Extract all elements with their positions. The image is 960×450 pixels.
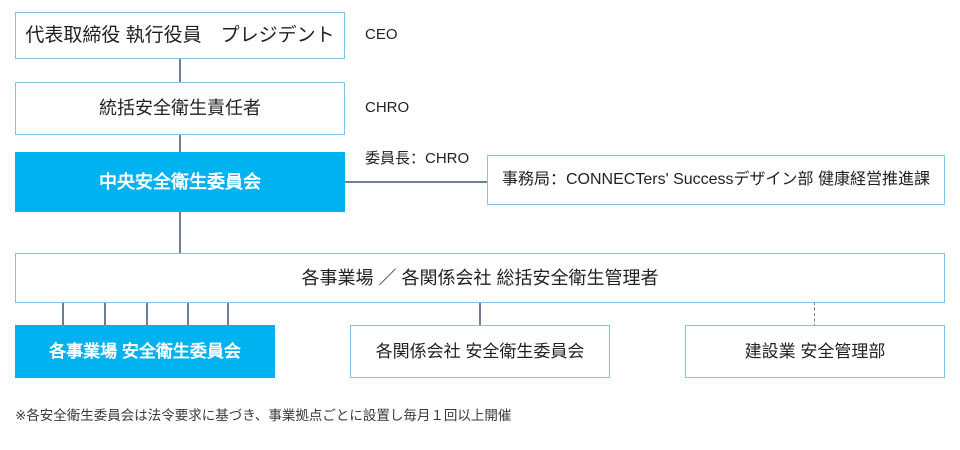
node-general-safety-manager: 各事業場 ／ 各関係会社 総括安全衛生管理者 bbox=[15, 253, 945, 303]
connector-general-to-site-4 bbox=[187, 302, 189, 327]
role-label-ceo: CEO bbox=[365, 26, 398, 43]
node-secretariat-label: 事務局：CONNECTers' Successデザイン部 健康経営推進課 bbox=[502, 171, 930, 188]
node-central-committee-label: 中央安全衛生委員会 bbox=[99, 171, 261, 192]
node-site-committee: 各事業場 安全衛生委員会 bbox=[15, 325, 275, 378]
node-general-safety-manager-label: 各事業場 ／ 各関係会社 総括安全衛生管理者 bbox=[301, 267, 659, 288]
role-label-committee-chair: 委員長：CHRO bbox=[365, 150, 470, 167]
node-central-committee: 中央安全衛生委員会 bbox=[15, 152, 345, 212]
node-construction-safety-dept-label: 建設業 安全管理部 bbox=[744, 341, 886, 361]
node-secretariat: 事務局：CONNECTers' Successデザイン部 健康経営推進課 bbox=[487, 155, 945, 205]
connector-general-to-site-3 bbox=[146, 302, 148, 327]
node-site-committee-label: 各事業場 安全衛生委員会 bbox=[49, 341, 241, 361]
connector-general-to-site-5 bbox=[227, 302, 229, 327]
node-ceo: 代表取締役 執行役員 プレジデント bbox=[15, 12, 345, 59]
node-construction-safety-dept: 建設業 安全管理部 bbox=[685, 325, 945, 378]
connector-chro-to-central bbox=[179, 134, 181, 154]
connector-general-to-site-2 bbox=[104, 302, 106, 327]
connector-general-to-site-1 bbox=[62, 302, 64, 327]
node-affiliate-committee-label: 各関係会社 安全衛生委員会 bbox=[375, 341, 585, 361]
footnote-text: ※各安全衛生委員会は法令要求に基づき、事業拠点ごとに設置し毎月１回以上開催 bbox=[15, 408, 512, 423]
node-affiliate-committee: 各関係会社 安全衛生委員会 bbox=[350, 325, 610, 378]
connector-ceo-to-chro bbox=[179, 57, 181, 84]
role-label-chro: CHRO bbox=[365, 99, 410, 116]
connector-general-to-construction-dashed bbox=[814, 302, 815, 327]
connector-central-to-general bbox=[179, 211, 181, 255]
node-chro-label: 統括安全衛生責任者 bbox=[99, 98, 261, 119]
connector-general-to-affiliate bbox=[479, 302, 481, 327]
node-ceo-label: 代表取締役 執行役員 プレジデント bbox=[25, 24, 335, 46]
connector-central-to-secretariat bbox=[345, 181, 488, 183]
node-chro: 統括安全衛生責任者 bbox=[15, 82, 345, 135]
